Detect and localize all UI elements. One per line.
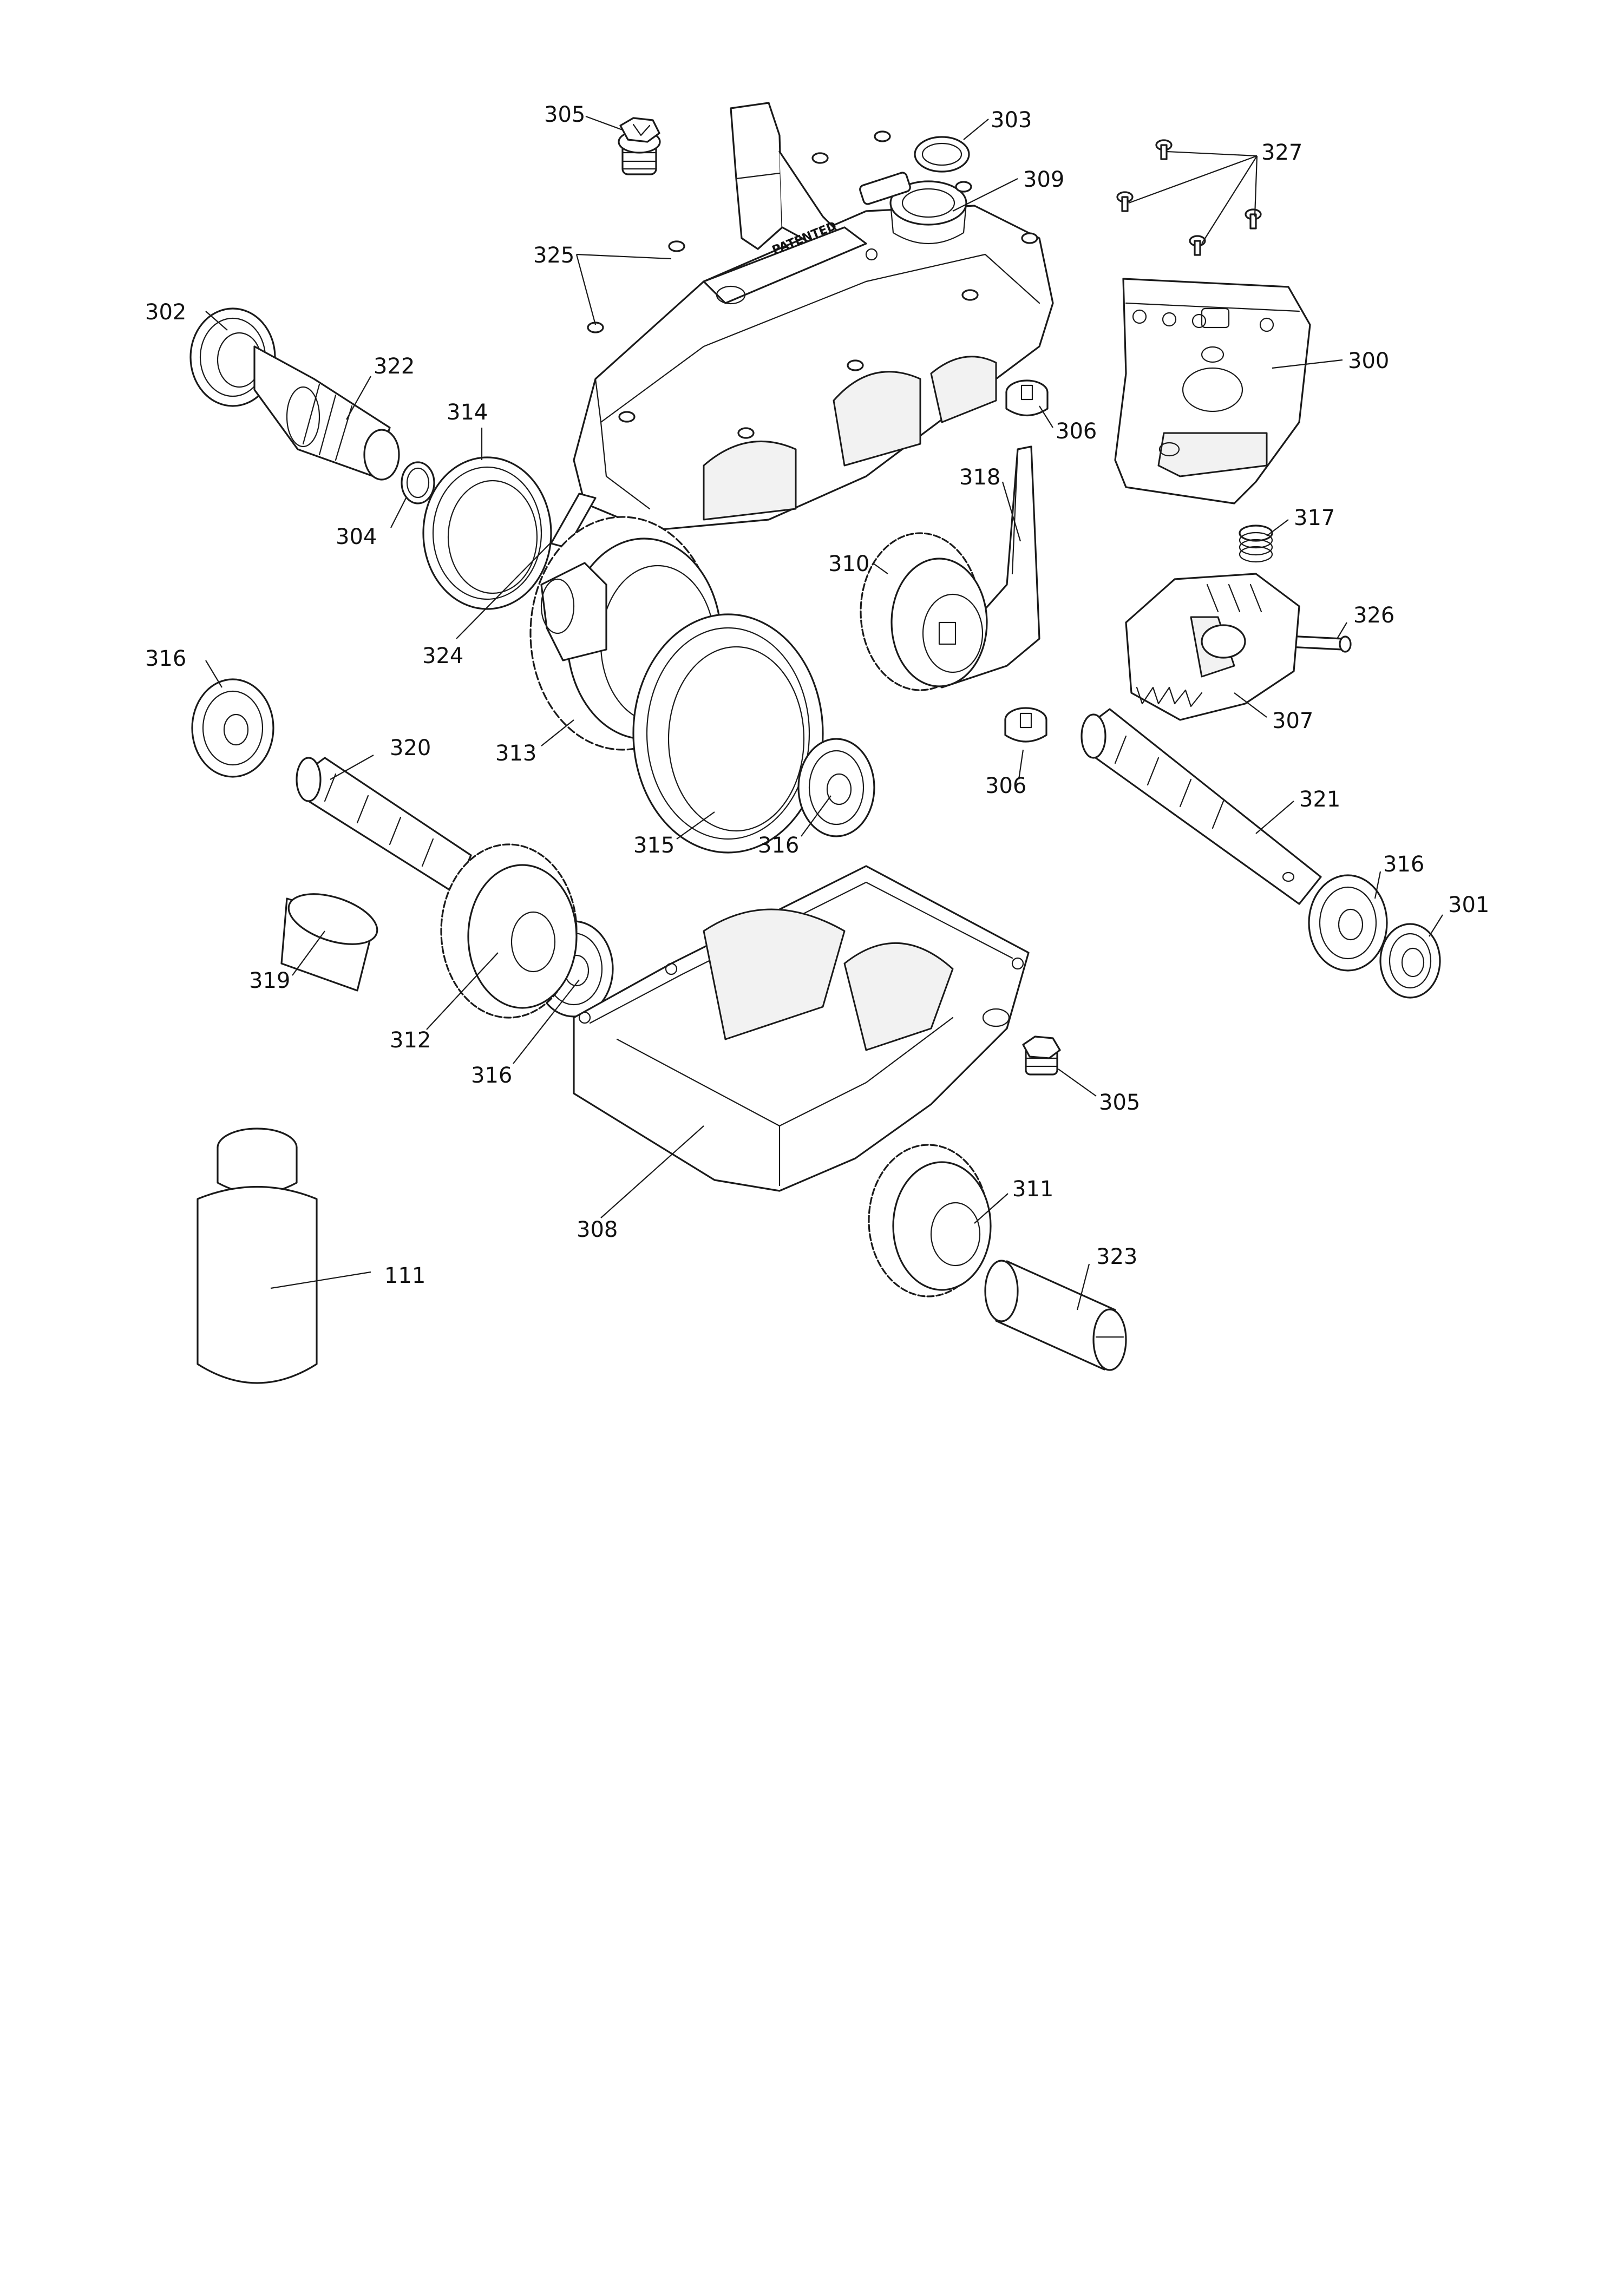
part-304-o-ring-small <box>401 461 435 504</box>
callout-305-top: 305 <box>544 102 585 127</box>
callout-316-d: 316 <box>471 1063 512 1088</box>
callout-306-bottom: 306 <box>985 774 1026 798</box>
callout-301: 301 <box>1448 893 1489 917</box>
callout-300: 300 <box>1348 349 1389 373</box>
part-323-shaft-end <box>984 1260 1127 1371</box>
part-307-shift-cam <box>1125 573 1300 721</box>
callout-308: 308 <box>577 1217 618 1242</box>
part-326-pin <box>1287 635 1352 653</box>
part-310-gear-collar <box>860 532 988 691</box>
part-306-bushing-upper <box>1005 379 1049 417</box>
part-311-gear <box>868 1144 992 1297</box>
part-312-gear <box>440 843 578 1019</box>
callout-322: 322 <box>374 354 415 379</box>
part-309-upper-housing: PATENTED <box>573 102 1054 532</box>
callout-312: 312 <box>390 1028 431 1053</box>
callout-304: 304 <box>336 525 377 549</box>
part-316-bearing-c <box>1308 874 1388 972</box>
part-303-o-ring <box>914 136 970 173</box>
part-321-shaft <box>1081 708 1322 905</box>
callout-327: 327 <box>1261 140 1302 165</box>
callout-316-c: 316 <box>1383 852 1424 877</box>
part-318-shift-fork <box>919 445 1040 689</box>
callout-324: 324 <box>422 644 463 668</box>
callout-307: 307 <box>1272 709 1313 733</box>
part-320-shaft <box>296 757 472 894</box>
part-315-bearing-ring <box>632 613 824 854</box>
part-300-shift-plate <box>1114 278 1311 504</box>
callout-325: 325 <box>533 243 574 268</box>
callout-326: 326 <box>1353 603 1394 628</box>
callout-111: 111 <box>384 1263 425 1288</box>
part-316-bearing-a <box>191 678 274 778</box>
part-317-spring <box>1239 525 1273 563</box>
callout-313: 313 <box>495 741 536 766</box>
callout-321: 321 <box>1299 787 1340 812</box>
part-305-drain-plug-top <box>618 117 661 175</box>
callout-306-top: 306 <box>1056 419 1097 444</box>
part-316-bearing-b <box>797 738 875 837</box>
callout-303: 303 <box>991 108 1032 133</box>
callout-320: 320 <box>390 736 431 761</box>
leader-lines <box>205 115 1443 1310</box>
part-319-sleeve <box>280 893 378 992</box>
part-327-screws <box>1116 139 1262 256</box>
part-301-seal <box>1379 923 1441 999</box>
part-111-oil-bottle <box>197 1128 318 1384</box>
callout-302: 302 <box>145 300 186 325</box>
callout-311: 311 <box>1012 1177 1053 1202</box>
callout-310: 310 <box>828 552 869 576</box>
callout-labels: 305 303 309 327 302 325 322 314 300 306 … <box>145 102 1489 1288</box>
callout-314: 314 <box>447 400 488 425</box>
callout-319: 319 <box>249 968 290 993</box>
part-306-bushing-lower <box>1004 707 1047 743</box>
part-322-shaft <box>253 345 400 481</box>
callout-318: 318 <box>959 465 1000 490</box>
callout-316-a: 316 <box>145 646 186 671</box>
callout-317: 317 <box>1294 506 1335 530</box>
callout-305-bottom: 305 <box>1099 1090 1140 1115</box>
part-308-lower-housing <box>573 865 1030 1192</box>
callout-315: 315 <box>633 833 675 858</box>
callout-323: 323 <box>1096 1244 1137 1269</box>
callout-309: 309 <box>1023 167 1064 192</box>
part-314-large-seal <box>422 456 552 610</box>
callout-316-b: 316 <box>758 833 799 858</box>
part-305-drain-plug-lower <box>1022 1035 1061 1076</box>
